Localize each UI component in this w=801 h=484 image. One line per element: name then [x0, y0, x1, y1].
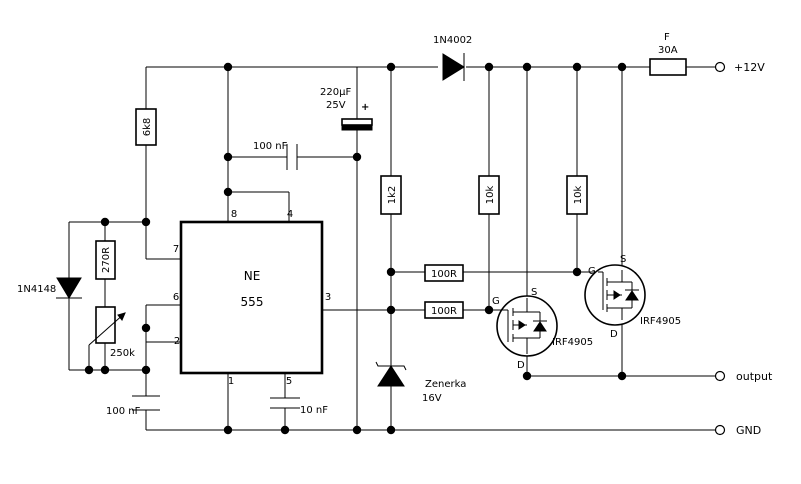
pin-1-label: 1 — [228, 376, 234, 387]
resistor-100r-bottom: 100R — [424, 301, 464, 319]
pin-2-label: 2 — [174, 336, 180, 347]
capacitor-100nf-left-label: 100 nF — [106, 406, 141, 417]
q2-gate-label: G — [588, 266, 596, 277]
capacitor-plus-sign: + — [361, 102, 369, 113]
resistor-100r-bottom-label: 100R — [431, 306, 457, 317]
fuse-rating: 30A — [658, 45, 678, 56]
diode-1n4148-label: 1N4148 — [17, 284, 56, 295]
mosfet-q1: G S D IRF4905 — [492, 287, 593, 371]
pin-3-label: 3 — [325, 292, 331, 303]
mosfet-q2: G S D IRF4905 — [584, 254, 681, 340]
resistor-6k8: 6k8 — [135, 108, 157, 146]
resistor-1k2: 1k2 — [380, 175, 402, 215]
q1-source-label: S — [531, 287, 537, 298]
q1-gate-label: G — [492, 296, 500, 307]
resistor-10k-a-label: 10k — [485, 186, 496, 205]
ne555-ic: NE 555 8 4 7 6 2 3 1 5 — [173, 209, 331, 387]
capacitor-100nf-top-label: 100 nF — [253, 141, 288, 152]
q2-source-label: S — [620, 254, 626, 265]
pin-5-label: 5 — [286, 376, 292, 387]
resistor-100r-top: 100R — [424, 264, 464, 282]
terminal-output-label: output — [736, 370, 773, 383]
potentiometer-250k: 250k — [88, 306, 135, 359]
diode-1n4148: 1N4148 — [17, 277, 82, 299]
zener-label: Zenerka — [425, 379, 466, 390]
diode-1n4002-label: 1N4002 — [433, 35, 472, 46]
capacitor-10nf: 10 nF — [270, 397, 328, 416]
resistor-270r: 270R — [95, 240, 116, 280]
resistor-270r-label: 270R — [101, 247, 112, 273]
diode-1n4002: 1N4002 — [433, 35, 472, 81]
terminal-gnd-label: GND — [736, 424, 761, 437]
zener-diode: Zenerka 16V — [375, 361, 466, 404]
pin-4-label: 4 — [287, 209, 293, 220]
terminal-output: output — [714, 370, 773, 383]
resistor-6k8-label: 6k8 — [142, 118, 153, 137]
q2-part-label: IRF4905 — [640, 316, 681, 327]
resistor-100r-top-label: 100R — [431, 269, 457, 280]
junction-dots — [84, 62, 627, 435]
q1-drain-label: D — [517, 360, 525, 371]
fuse-30a: F 30A — [649, 32, 687, 76]
q2-drain-label: D — [610, 329, 618, 340]
terminal-12v-label: +12V — [734, 61, 765, 74]
capacitor-100nf-top: 100 nF — [253, 141, 298, 170]
q1-part-label: IRF4905 — [552, 337, 593, 348]
wires — [68, 66, 716, 431]
capacitor-220uf-label: 220µF — [320, 87, 351, 98]
resistor-10k-b-label: 10k — [573, 186, 584, 205]
capacitor-220uf-voltage: 25V — [326, 100, 346, 111]
ic-number: 555 — [241, 295, 264, 309]
resistor-10k-a: 10k — [478, 175, 500, 215]
terminal-12v: +12V — [714, 61, 765, 74]
zener-voltage: 16V — [422, 393, 442, 404]
pin-6-label: 6 — [173, 292, 179, 303]
resistor-10k-b: 10k — [566, 175, 588, 215]
terminal-gnd: GND — [714, 424, 761, 437]
capacitor-10nf-label: 10 nF — [300, 405, 328, 416]
ic-name: NE — [244, 269, 261, 283]
potentiometer-label: 250k — [110, 348, 135, 359]
capacitor-220uf: 220µF 25V + — [320, 87, 373, 131]
pin-7-label: 7 — [173, 244, 179, 255]
resistor-1k2-label: 1k2 — [387, 186, 398, 205]
pin-8-label: 8 — [231, 209, 237, 220]
fuse-label: F — [664, 32, 670, 43]
capacitor-100nf-left: 100 nF — [106, 395, 160, 417]
